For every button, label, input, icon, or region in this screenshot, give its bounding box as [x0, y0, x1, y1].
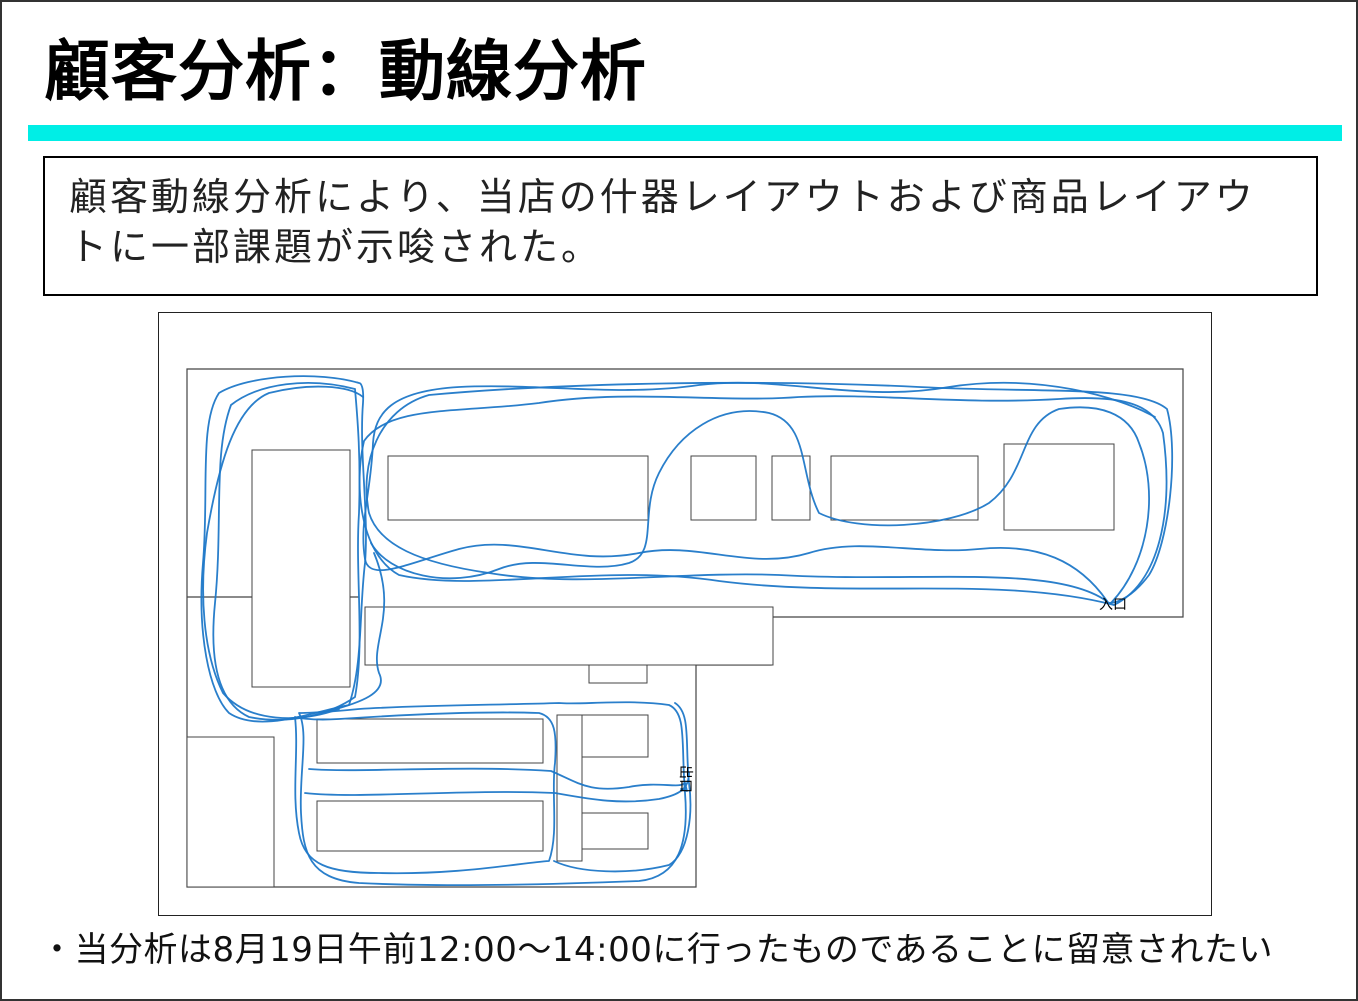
customer-routes [200, 375, 1174, 887]
fixture-bottom-1 [316, 718, 544, 764]
fixture-top-4 [830, 455, 979, 521]
fixture-top-2 [690, 455, 757, 521]
fixture-bottom-3 [581, 714, 649, 758]
fixture-bottom-vertical [556, 714, 583, 862]
fixture-left-tall [251, 449, 351, 688]
summary-box: 顧客動線分析により、当店の什器レイアウトおよび商品レイアウトに一部課題が示唆され… [43, 156, 1318, 296]
footnote: ・当分析は8月19日午前12:00～14:00に行ったものであることに留意された… [40, 930, 1274, 970]
fixture-top-5 [1003, 443, 1115, 531]
summary-text: 顧客動線分析により、当店の什器レイアウトおよび商品レイアウトに一部課題が示唆され… [69, 175, 1256, 269]
title-accent-bar [28, 125, 1342, 141]
page-title: 顧客分析：動線分析 [44, 33, 647, 110]
fixture-top-1 [387, 455, 649, 521]
back-room [186, 736, 275, 888]
fixture-center-long [364, 606, 774, 666]
fixture-small-under [588, 664, 648, 684]
fixture-bottom-2 [316, 800, 544, 852]
floor-plan: 入口 出口 [158, 312, 1212, 916]
fixture-top-3 [771, 455, 811, 521]
exit-label: 出口 [677, 765, 693, 793]
floor-plan-canvas: 入口 出口 [186, 368, 1184, 888]
entrance-label: 入口 [1099, 597, 1127, 613]
fixture-bottom-4 [581, 812, 649, 850]
